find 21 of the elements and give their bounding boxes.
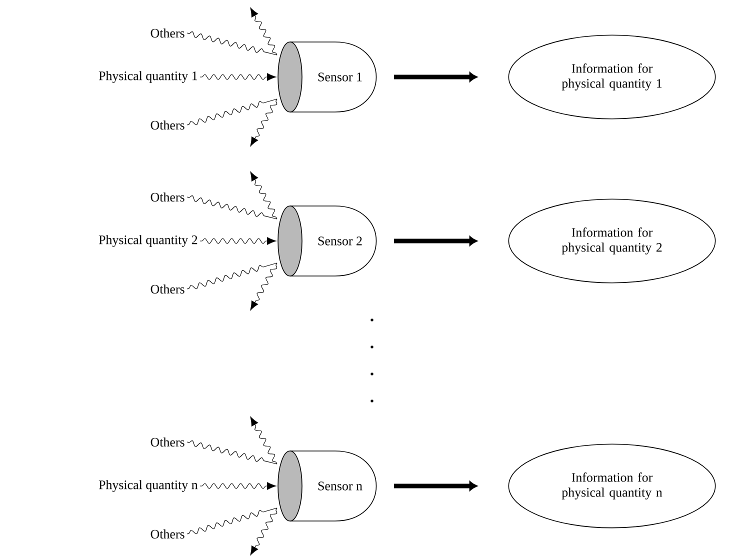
arrow	[394, 236, 477, 246]
wavy-arrow	[200, 237, 276, 245]
arrow	[394, 481, 477, 491]
wavy-arrow	[250, 8, 278, 56]
input-label: Others	[150, 529, 184, 539]
wavy-arrow	[250, 98, 278, 146]
wavy-arrow	[200, 482, 276, 490]
input-label: Others	[150, 120, 184, 130]
input-label: Physical quantity n	[98, 480, 198, 492]
wavy-arrow	[200, 73, 276, 81]
wavy-arrow	[250, 262, 278, 310]
wavy-arrow	[250, 508, 278, 556]
wavy-arrow	[250, 416, 278, 464]
input-label: Others	[150, 284, 184, 294]
input-label: Others	[150, 192, 184, 202]
input-label: Others	[150, 437, 184, 447]
input-label: Physical quantity 2	[98, 235, 198, 247]
input-label: Others	[150, 28, 184, 38]
wavy-arrow	[250, 172, 278, 220]
arrow	[394, 72, 477, 82]
input-label: Physical quantity 1	[98, 71, 198, 83]
